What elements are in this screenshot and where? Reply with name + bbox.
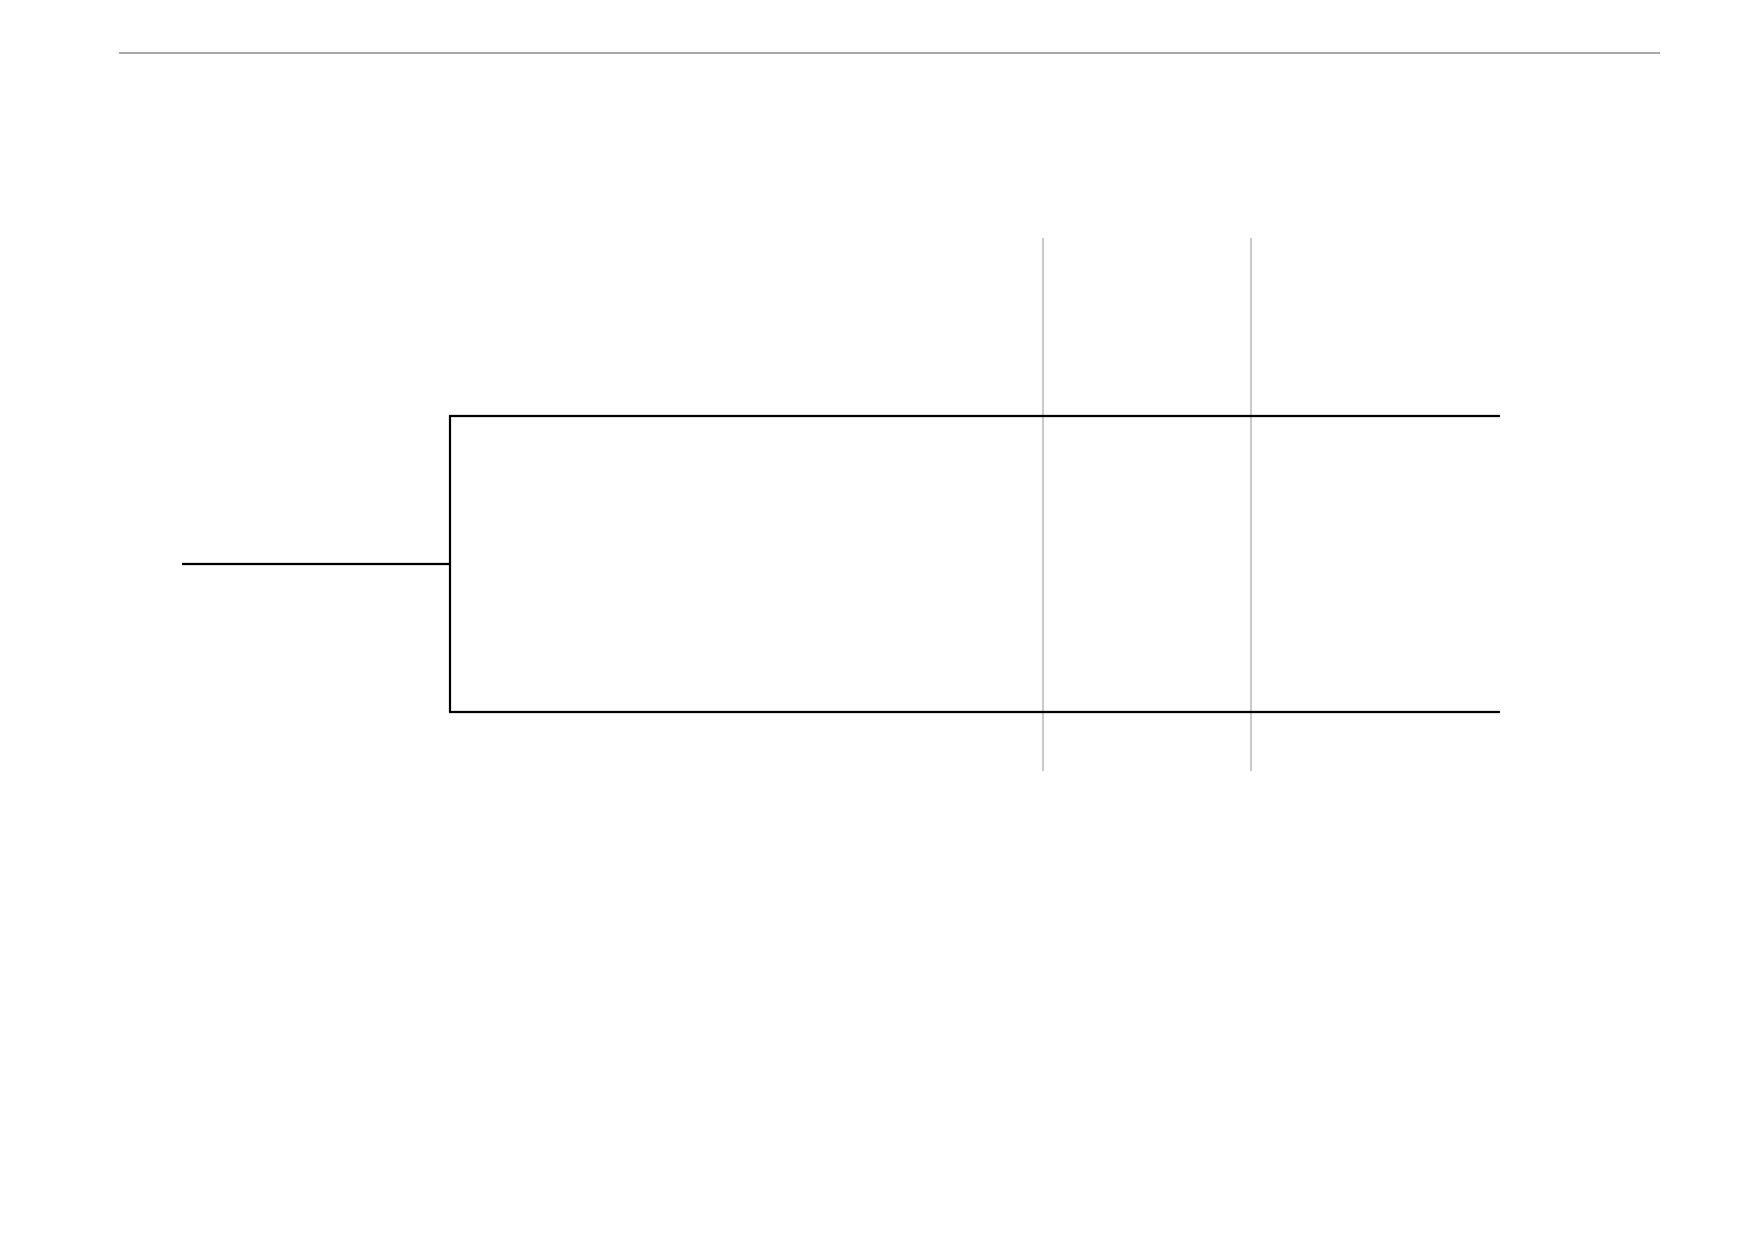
dendrogram-diagram [119, 52, 1660, 771]
